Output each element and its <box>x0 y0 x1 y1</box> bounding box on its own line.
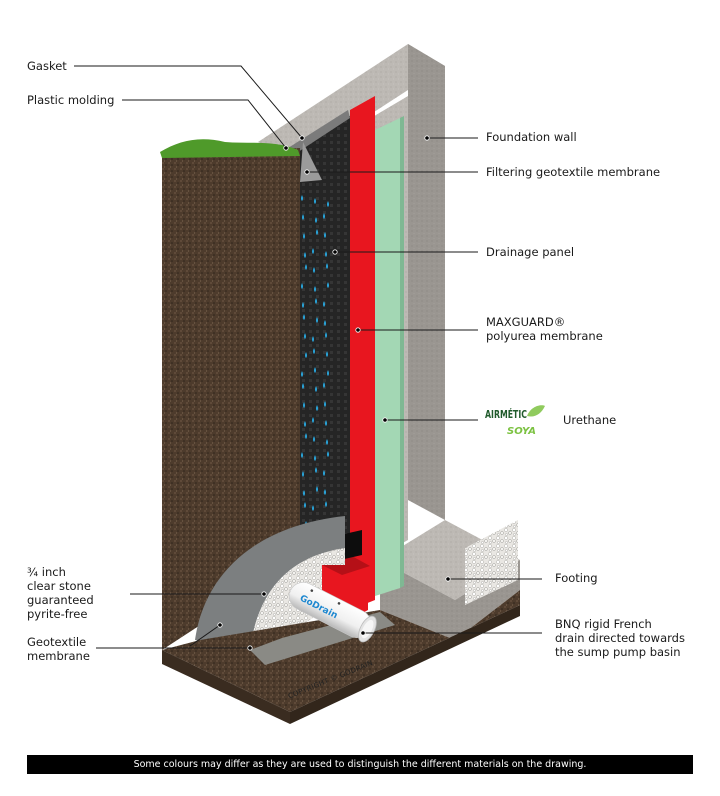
leader-lines <box>74 65 542 649</box>
water-drop <box>302 214 304 220</box>
ground-slab-front <box>162 650 290 724</box>
geotextile-arc <box>195 516 345 650</box>
water-drop <box>327 451 329 457</box>
leaf-icon <box>527 405 545 417</box>
drainage-panel-layer <box>300 116 350 560</box>
footer-note: Some colours may differ as they are used… <box>27 755 693 774</box>
water-drop <box>304 502 306 508</box>
water-drop <box>323 382 325 388</box>
water-drop <box>325 501 327 507</box>
water-drop <box>326 351 328 357</box>
airmetic-brand-text: AIRMÉTIC <box>485 408 527 421</box>
water-drop <box>303 314 305 320</box>
water-drop <box>315 217 317 223</box>
water-drop <box>313 348 315 354</box>
airmetic-logo-graphic: AIRMÉTIC SOYA <box>485 405 545 437</box>
water-drop <box>324 320 326 326</box>
water-drop <box>327 282 329 288</box>
water-drop <box>301 371 303 377</box>
label-footing: Footing <box>555 571 598 585</box>
water-drop <box>305 264 307 270</box>
water-drop <box>301 283 303 289</box>
water-drop <box>313 436 315 442</box>
soil-block-face <box>162 148 300 650</box>
leader-plastic-molding <box>122 99 287 149</box>
water-drop <box>316 317 318 323</box>
water-drop <box>327 201 329 207</box>
water-drop <box>314 286 316 292</box>
water-drop <box>304 252 306 258</box>
label-french-drain: BNQ rigid French drain directed towards … <box>555 617 685 659</box>
label-maxguard: MAXGUARD® polyurea membrane <box>486 315 603 343</box>
water-drop <box>302 471 304 477</box>
water-drop <box>325 420 327 426</box>
foundation-wall-top <box>258 44 445 160</box>
water-drop <box>303 233 305 239</box>
water-drop <box>312 505 314 511</box>
polyurea-footing-top <box>322 555 370 575</box>
water-drop <box>315 298 317 304</box>
ground-slab-top <box>162 590 520 712</box>
airmetic-soya-logo: AIRMÉTIC SOYA <box>485 400 545 438</box>
water-drop <box>303 402 305 408</box>
water-drop <box>314 455 316 461</box>
water-drop <box>313 267 315 273</box>
drainage-panel-bottom-flap <box>340 530 362 560</box>
label-geotextile-membrane: Geotextile membrane <box>27 635 90 663</box>
water-drop <box>327 370 329 376</box>
water-drop <box>316 405 318 411</box>
water-drop <box>324 401 326 407</box>
water-drops <box>301 195 329 530</box>
water-drop <box>325 251 327 257</box>
water-drop <box>315 467 317 473</box>
water-drop <box>315 386 317 392</box>
leader-dots <box>217 135 451 651</box>
water-drop <box>314 367 316 373</box>
water-drop <box>316 486 318 492</box>
urethane-edge <box>400 116 404 588</box>
footing-stone-fill <box>465 520 518 605</box>
label-plastic-molding: Plastic molding <box>27 93 115 107</box>
polyurea-membrane <box>350 96 375 610</box>
water-drop <box>301 452 303 458</box>
water-drop <box>304 421 306 427</box>
label-urethane: Urethane <box>563 413 617 427</box>
grass-top <box>160 139 300 158</box>
label-gasket: Gasket <box>27 59 67 73</box>
water-drop <box>302 302 304 308</box>
water-drop <box>304 333 306 339</box>
water-drop <box>305 352 307 358</box>
water-drop <box>324 232 326 238</box>
ground-slab-right <box>290 605 520 724</box>
water-drop <box>323 213 325 219</box>
airmetic-soya-text: SOYA <box>507 426 536 437</box>
water-drop <box>326 263 328 269</box>
leader-geotextile-2 <box>189 624 221 647</box>
foundation-wall-side <box>408 44 445 520</box>
water-drop <box>325 332 327 338</box>
water-drop <box>323 301 325 307</box>
water-drop <box>326 439 328 445</box>
water-drop <box>301 195 303 201</box>
water-drop <box>302 383 304 389</box>
water-drop <box>312 248 314 254</box>
label-filtering-geotextile: Filtering geotextile membrane <box>486 165 661 179</box>
leader-gasket <box>74 65 303 139</box>
water-drop <box>323 470 325 476</box>
water-drop <box>324 489 326 495</box>
label-foundation-wall: Foundation wall <box>486 130 577 144</box>
water-drop <box>312 417 314 423</box>
water-drop <box>303 490 305 496</box>
water-drop <box>305 433 307 439</box>
water-drop <box>314 198 316 204</box>
urethane-layer <box>375 118 400 596</box>
label-clear-stone: ¾ inch clear stone guaranteed pyrite-fre… <box>27 565 94 621</box>
label-drainage-panel: Drainage panel <box>486 245 575 259</box>
water-drop <box>312 336 314 342</box>
water-drop <box>316 229 318 235</box>
